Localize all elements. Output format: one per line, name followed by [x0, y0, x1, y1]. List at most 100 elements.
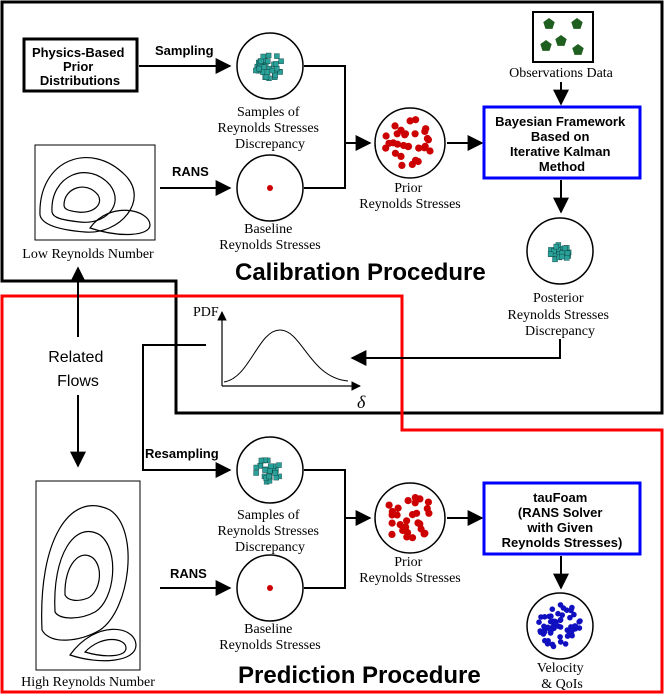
prediction-title: Prediction Procedure — [238, 662, 481, 689]
sample-dot — [576, 619, 582, 625]
sample-marker — [258, 58, 264, 64]
samples-label-cal-3: Discrepancy — [235, 137, 305, 152]
high-reynolds-flow-box — [35, 480, 141, 671]
svg-text:Physics-Based Prior Di: Physics-Based Prior Distributions — [32, 45, 128, 88]
pdf-ylabel: PDF — [193, 305, 219, 320]
low-reynolds-contours — [39, 157, 151, 236]
sample-dot — [421, 127, 429, 135]
sample-marker — [260, 53, 266, 60]
sample-marker — [253, 464, 260, 471]
sample-dot — [569, 632, 575, 638]
calibration-region-border — [0, 0, 664, 415]
sample-marker — [256, 65, 262, 72]
sample-dot — [408, 160, 416, 168]
sample-dot — [416, 495, 424, 503]
sample-dot — [412, 116, 420, 124]
prior-box-line3: Distributions — [40, 73, 120, 88]
bayes-line4: Method — [539, 159, 585, 174]
posterior-label-1: Posterior — [533, 291, 584, 306]
svg-text:Prior Reynolds Stresses: Prior Reynolds Stresses — [359, 181, 461, 212]
sample-marker — [559, 253, 565, 260]
sample-dot — [404, 497, 412, 505]
samples-label-pred-3: Discrepancy — [235, 540, 305, 555]
observations-markers — [540, 18, 584, 55]
sample-dot — [549, 641, 556, 648]
sample-marker — [272, 72, 278, 79]
sample-dot — [557, 616, 564, 623]
baseline-dot-calibration — [267, 185, 273, 191]
sample-marker — [277, 69, 283, 75]
prior-scatter-calibration — [382, 116, 434, 169]
svg-text:Samples of Reynolds Stress: Samples of Reynolds Stresses Discrepancy — [218, 508, 323, 555]
sample-dot — [403, 517, 411, 525]
baseline-label-cal-2: Reynolds Stresses — [219, 238, 321, 253]
sample-dot — [408, 510, 417, 519]
sample-marker — [276, 462, 282, 468]
calibration-title: Calibration Procedure — [235, 259, 486, 286]
sample-dot — [393, 130, 401, 138]
sample-dot — [388, 511, 396, 519]
svg-text:Baseline Reynolds Stresses: Baseline Reynolds Stresses — [219, 622, 321, 653]
sample-dot — [403, 533, 411, 541]
merge-line-prediction — [304, 469, 346, 589]
samples-label-pred-2: Reynolds Stresses — [218, 524, 320, 539]
sample-dot — [404, 143, 412, 151]
sample-marker — [274, 53, 280, 59]
low-reynolds-label: Low Reynolds Number — [22, 247, 154, 262]
taufoam-line1: tauFoam — [533, 490, 587, 505]
sample-dot — [414, 157, 422, 166]
sample-marker — [265, 52, 272, 59]
prior-box-line2: Prior — [63, 59, 93, 74]
sample-marker — [267, 468, 273, 474]
bayes-line3: Iterative Kalman — [510, 144, 610, 159]
sample-marker — [253, 470, 259, 476]
observation-marker — [555, 35, 567, 46]
baseline-label-pred-2: Reynolds Stresses — [219, 638, 321, 653]
svg-text:Related Flows: Related Flows — [48, 349, 108, 390]
svg-text:tauFoam (RANS Solver w: tauFoam (RANS Solver with Given Reynolds… — [502, 490, 623, 550]
sample-dot — [385, 501, 393, 509]
sample-dot — [382, 144, 390, 152]
sample-dot — [408, 534, 417, 542]
posterior-label-3: Discrepancy — [525, 324, 595, 339]
samples-label-pred-1: Samples of — [237, 508, 300, 523]
sample-dot — [540, 631, 547, 637]
sample-marker — [265, 58, 271, 64]
taufoam-box — [482, 481, 642, 556]
velocity-label-2: & QoIs — [541, 677, 583, 692]
sample-dot — [562, 641, 569, 647]
observation-marker — [572, 44, 584, 55]
prior-label-pred-1: Prior — [394, 555, 422, 570]
prior-scatter-prediction — [385, 494, 433, 542]
sample-dot — [399, 526, 407, 535]
sample-dot — [423, 134, 431, 143]
posterior-to-pdf-arrow — [350, 339, 561, 366]
sample-dot — [546, 613, 552, 620]
bayes-line2: Based on — [531, 129, 590, 144]
sample-marker — [564, 255, 570, 261]
sample-dot — [394, 504, 402, 512]
pdf-xlabel: δ — [357, 392, 366, 412]
velocity-scatter — [536, 602, 583, 650]
sample-dot — [391, 122, 399, 130]
sample-dot — [401, 130, 410, 138]
sample-dot — [425, 509, 433, 517]
taufoam-line4: Reynolds Stresses) — [502, 535, 623, 550]
sample-dot — [536, 619, 542, 625]
sample-dot — [557, 639, 564, 645]
bayes-line1: Bayesian Framework — [495, 114, 626, 129]
sample-marker — [564, 250, 571, 257]
prior-circle-prediction — [374, 482, 446, 554]
samples-label-cal-2: Reynolds Stresses — [218, 121, 320, 136]
sample-dot — [568, 607, 574, 614]
high-reynolds-label: High Reynolds Number — [21, 675, 155, 690]
sample-dot — [547, 630, 554, 636]
bayesian-framework-box — [482, 105, 642, 180]
sample-dot — [417, 525, 425, 533]
observation-marker — [543, 18, 555, 29]
sample-dot — [567, 614, 573, 621]
taufoam-line2: (RANS Solver — [518, 505, 603, 520]
merge-line-calibration — [304, 65, 346, 189]
observation-marker — [540, 40, 552, 51]
